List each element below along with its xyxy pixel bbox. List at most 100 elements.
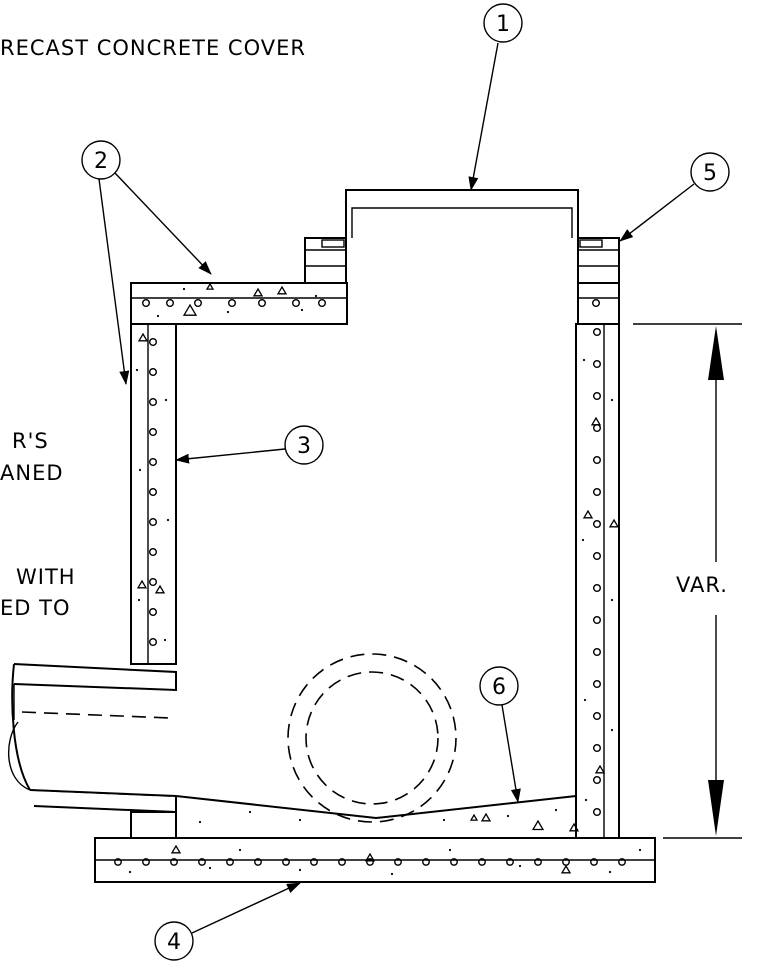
rebar-mark xyxy=(148,338,157,347)
rebar-mark xyxy=(593,392,602,401)
rebar-mark xyxy=(148,518,157,527)
aggregate-triangle xyxy=(252,287,264,297)
rebar-mark xyxy=(478,858,486,866)
precast-cover xyxy=(345,189,579,238)
rebar-mark xyxy=(590,858,598,866)
rebar-mark xyxy=(165,299,174,308)
callout-4: 4 xyxy=(154,882,301,961)
aggregate-dot xyxy=(164,398,168,402)
aggregate-triangle xyxy=(364,852,376,862)
aggregate-triangle xyxy=(469,813,479,821)
rebar-mark xyxy=(593,776,602,785)
partial-text-aned: ANED xyxy=(0,461,64,485)
aggregate-triangle xyxy=(205,282,215,290)
invert-bench xyxy=(175,795,577,838)
rebar-mark xyxy=(254,858,262,866)
aggregate-triangle xyxy=(594,764,606,774)
partial-text-rs: R'S xyxy=(12,429,49,453)
grade-ring-left xyxy=(304,237,347,284)
rebar-mark xyxy=(506,858,514,866)
aggregate-dot xyxy=(208,866,212,870)
aggregate-dot xyxy=(226,310,230,314)
rebar-mark xyxy=(534,858,542,866)
rebar-mark xyxy=(198,858,206,866)
aggregate-dot xyxy=(506,814,510,818)
aggregate-dot xyxy=(518,864,522,868)
aggregate-triangle xyxy=(608,518,620,528)
rebar-mark xyxy=(593,456,602,465)
rebar-mark xyxy=(258,299,267,308)
rebar-mark xyxy=(593,552,602,561)
rebar-mark xyxy=(310,858,318,866)
aggregate-dot xyxy=(610,398,614,402)
aggregate-triangle xyxy=(531,819,545,831)
svg-text:1: 1 xyxy=(496,12,510,37)
partial-text-ed-to: ED TO xyxy=(0,596,70,620)
aggregate-dot xyxy=(137,598,141,602)
rebar-mark xyxy=(148,548,157,557)
aggregate-triangle xyxy=(480,812,492,822)
aggregate-dot xyxy=(610,728,614,732)
outlet-pipe xyxy=(287,653,457,823)
aggregate-dot xyxy=(298,818,302,822)
rebar-mark xyxy=(148,488,157,497)
aggregate-dot xyxy=(581,538,585,542)
rebar-mark xyxy=(227,299,236,308)
svg-text:6: 6 xyxy=(492,675,506,700)
aggregate-triangle xyxy=(170,844,182,854)
aggregate-dot xyxy=(314,294,318,298)
rebar-mark xyxy=(148,368,157,377)
rebar-mark xyxy=(148,638,157,647)
aggregate-triangle xyxy=(136,579,148,589)
rebar-mark xyxy=(593,424,602,433)
callout-2: 2 xyxy=(81,140,212,385)
aggregate-triangle xyxy=(182,303,198,316)
dimension-var xyxy=(633,323,742,839)
top-slab xyxy=(130,282,348,325)
rebar-mark xyxy=(282,858,290,866)
aggregate-dot xyxy=(198,820,202,824)
rebar-mark xyxy=(593,520,602,529)
rebar-mark xyxy=(593,808,602,817)
rebar-mark xyxy=(422,858,430,866)
left-wall xyxy=(130,323,177,665)
aggregate-dot xyxy=(608,870,612,874)
svg-text:5: 5 xyxy=(703,161,717,186)
rebar-mark xyxy=(148,398,157,407)
rebar-mark xyxy=(593,744,602,753)
rebar-mark xyxy=(226,858,234,866)
rebar-mark xyxy=(148,428,157,437)
aggregate-dot xyxy=(166,518,170,522)
aggregate-dot xyxy=(582,358,586,362)
base-slab xyxy=(94,837,656,883)
aggregate-triangle xyxy=(590,416,602,426)
svg-text:4: 4 xyxy=(167,930,181,955)
aggregate-triangle xyxy=(568,822,580,832)
rebar-mark xyxy=(141,299,150,308)
aggregate-triangle xyxy=(137,332,149,342)
rebar-mark xyxy=(593,584,602,593)
aggregate-dot xyxy=(610,598,614,602)
inlet-pipe xyxy=(7,663,177,813)
rebar-mark xyxy=(593,488,602,497)
rebar-mark xyxy=(593,648,602,657)
rebar-mark xyxy=(366,858,374,866)
rebar-mark xyxy=(618,858,626,866)
callout-5: 5 xyxy=(619,152,730,242)
right-riser-top xyxy=(577,282,620,325)
callout-1: 1 xyxy=(468,3,523,191)
aggregate-dot xyxy=(638,848,642,852)
aggregate-dot xyxy=(138,468,142,472)
svg-text:3: 3 xyxy=(297,434,311,459)
aggregate-dot xyxy=(163,638,167,642)
rebar-mark xyxy=(292,299,301,308)
rebar-mark xyxy=(318,299,327,308)
rebar-mark xyxy=(593,712,602,721)
aggregate-dot xyxy=(128,870,132,874)
right-wall xyxy=(568,323,620,839)
aggregate-dot xyxy=(182,287,186,291)
rebar-mark xyxy=(394,858,402,866)
aggregate-dot xyxy=(442,818,446,822)
rebar-mark xyxy=(148,578,157,587)
